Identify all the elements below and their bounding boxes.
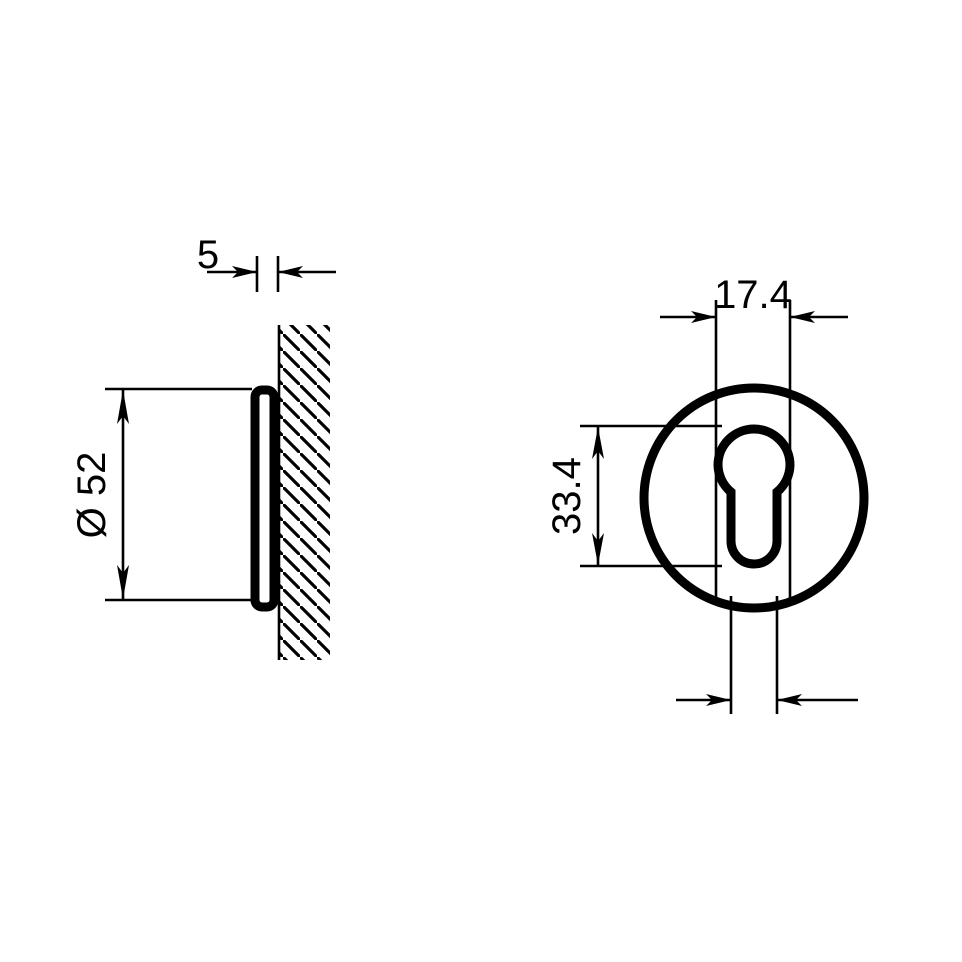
arrowhead-right xyxy=(278,266,303,278)
arrowhead-bottom xyxy=(117,565,129,599)
arrowhead-left xyxy=(706,694,731,706)
dimension-label-thickness: 5 xyxy=(197,233,219,277)
dimension-keyhole-height: 33.4 xyxy=(545,424,722,568)
arrowhead-right xyxy=(777,694,802,706)
dimension-outer-diameter: Ø 52 xyxy=(70,387,252,602)
side-section-view: 5 Ø 52 xyxy=(70,233,336,660)
arrowhead-left xyxy=(232,266,257,278)
euro-cylinder-keyhole-outline xyxy=(713,424,795,569)
arrowhead-top xyxy=(117,390,129,424)
dimension-keyhole-bore-width: 17.4 xyxy=(660,273,848,604)
dimension-label-keyhole-bore-width: 17.4 xyxy=(714,273,792,317)
dimension-keyway-slot-width xyxy=(676,596,858,714)
dimension-label-keyhole-height: 33.4 xyxy=(545,457,589,535)
escutcheon-profile-outline xyxy=(250,385,279,612)
arrowhead-bottom xyxy=(592,533,604,565)
arrowhead-top xyxy=(592,427,604,459)
rose-outer-circle xyxy=(639,383,869,613)
arrowhead-right xyxy=(790,311,815,323)
front-face-view: 17.4 33.4 xyxy=(545,273,869,714)
wall-section-hatch xyxy=(280,325,330,660)
dimension-label-outer-diameter: Ø 52 xyxy=(70,452,114,539)
arrowhead-left xyxy=(691,311,716,323)
dimension-thickness: 5 xyxy=(197,233,336,292)
